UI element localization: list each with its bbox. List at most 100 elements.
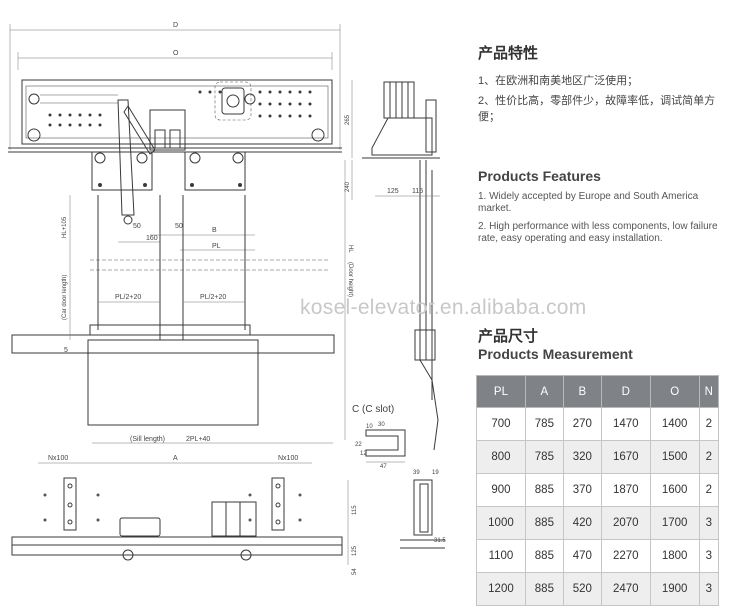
cell: 885 <box>524 506 564 540</box>
cell: 3 <box>698 572 720 606</box>
cell: 2070 <box>600 506 651 540</box>
feature-cn-1: 1、在欧洲和南美地区广泛使用； <box>478 75 639 87</box>
header-o: O <box>649 375 700 408</box>
left-vertical-dims: (Car door length) HL+105 HL (Door height… <box>62 160 353 440</box>
measurement-table: PL A B D O N 700 785 270 1470 1400 2 800… <box>476 375 720 606</box>
dim-50-a: 50 <box>133 223 141 230</box>
table-row: 800 785 320 1670 1500 2 <box>476 440 720 474</box>
sill-label: (Sill length) <box>130 436 165 443</box>
dim-160: 160 <box>146 235 158 242</box>
dim-a: A <box>173 455 178 462</box>
cell: 785 <box>524 407 564 441</box>
dim-265: 265 <box>345 114 351 125</box>
header-holes <box>48 90 312 127</box>
cell: 700 <box>476 407 526 441</box>
cell: 1200 <box>476 572 526 606</box>
dim-pl: PL <box>212 243 221 250</box>
door-operator-header <box>8 79 342 225</box>
dim-30: 30 <box>378 422 385 428</box>
c-slot-label: C (C slot) <box>352 404 394 415</box>
cell: 1670 <box>600 440 651 474</box>
header-a: A <box>524 375 564 408</box>
cell: 900 <box>476 473 526 507</box>
cell: 1500 <box>649 440 700 474</box>
dim-n100-right: Nx100 <box>278 455 298 462</box>
dim-19: 19 <box>432 470 439 476</box>
dim-125: 125 <box>387 188 399 195</box>
cell: 2 <box>698 440 720 474</box>
dim-115-b: 115 <box>352 505 358 515</box>
cell: 1800 <box>649 539 700 573</box>
dim-pl-half-left: PL/2+20 <box>115 294 141 301</box>
dim-54: 54 <box>352 568 358 575</box>
top-dimensions: D O <box>9 22 341 150</box>
car-door-label: (Car door length) <box>62 275 68 320</box>
cell: 320 <box>562 440 602 474</box>
dim-125-b: 125 <box>352 545 358 556</box>
cell: 885 <box>524 473 564 507</box>
header-n: N <box>698 375 720 408</box>
cell: 1000 <box>476 506 526 540</box>
cell: 1470 <box>600 407 651 441</box>
cell: 1400 <box>649 407 700 441</box>
table-row: 1000 885 420 2070 1700 3 <box>476 506 720 540</box>
feature-en-1: 1. Widely accepted by Europe and South A… <box>478 191 699 214</box>
cell: 270 <box>562 407 602 441</box>
door-panels: PL/2+20 PL/2+20 (Sill length) 2PL+40 5 <box>11 195 335 444</box>
cell: 2470 <box>600 572 651 606</box>
cell: 785 <box>524 440 564 474</box>
table-row: 1100 885 470 2270 1800 3 <box>476 539 720 573</box>
table-row: 900 885 370 1870 1600 2 <box>476 473 720 507</box>
cell: 420 <box>562 506 602 540</box>
header-b: B <box>562 375 602 408</box>
bottom-view: Nx100 A Nx100 115 125 54 <box>11 455 358 575</box>
features-heading-en: Products Features <box>478 168 601 184</box>
dim-12: 12 <box>360 451 367 457</box>
measurement-heading-en: Products Measurement <box>478 346 633 362</box>
table-row: 700 785 270 1470 1400 2 <box>476 407 720 441</box>
dim-22: 22 <box>355 442 362 448</box>
cell: 885 <box>524 572 564 606</box>
dim-47: 47 <box>380 464 387 470</box>
side-view: 265 240 125 115 <box>345 80 440 451</box>
cell: 520 <box>562 572 602 606</box>
dim-50-b: 50 <box>175 223 183 230</box>
dim-d: D <box>173 22 178 29</box>
cell: 3 <box>698 539 720 573</box>
dim-door-height: HL <box>347 245 353 253</box>
features-heading-cn: 产品特性 <box>478 45 539 62</box>
cell: 2270 <box>600 539 651 573</box>
sill-length: 2PL+40 <box>186 436 210 443</box>
table-header-row: PL A B D O N <box>476 375 720 408</box>
header-pl: PL <box>476 375 526 408</box>
cell: 1870 <box>600 473 651 507</box>
dim-b: B <box>212 227 217 234</box>
dim-n100-left: Nx100 <box>48 455 68 462</box>
cell: 885 <box>524 539 564 573</box>
dim-10: 10 <box>366 424 373 430</box>
table-row: 1200 885 520 2470 1900 3 <box>476 572 720 606</box>
cell: 800 <box>476 440 526 474</box>
cell: 2 <box>698 407 720 441</box>
cell: 1600 <box>649 473 700 507</box>
watermark: kosel-elevator.en.alibaba.com <box>300 296 587 319</box>
feature-cn-2: 2、性价比高，零部件少，故障率低，调试简单方便； <box>478 95 716 123</box>
bottom-side-section: 39 19 31.5 <box>400 470 446 549</box>
feature-en-2: 2. High performance with less components… <box>478 221 718 244</box>
cell: 370 <box>562 473 602 507</box>
cell: 3 <box>698 506 720 540</box>
door-height-label: (Door height) <box>347 262 353 297</box>
dim-240: 240 <box>345 181 351 192</box>
door-hangers: 50 50 B 160 PL <box>91 151 255 251</box>
cell: 1900 <box>649 572 700 606</box>
dim-39: 39 <box>413 470 420 476</box>
cell: 1100 <box>476 539 526 573</box>
header-d: D <box>600 375 651 408</box>
dim-pl-half-right: PL/2+20 <box>200 294 226 301</box>
cell: 1700 <box>649 506 700 540</box>
measurement-heading-cn: 产品尺寸 <box>478 328 539 345</box>
dim-o: O <box>173 50 179 57</box>
cell: 2 <box>698 473 720 507</box>
cell: 470 <box>562 539 602 573</box>
